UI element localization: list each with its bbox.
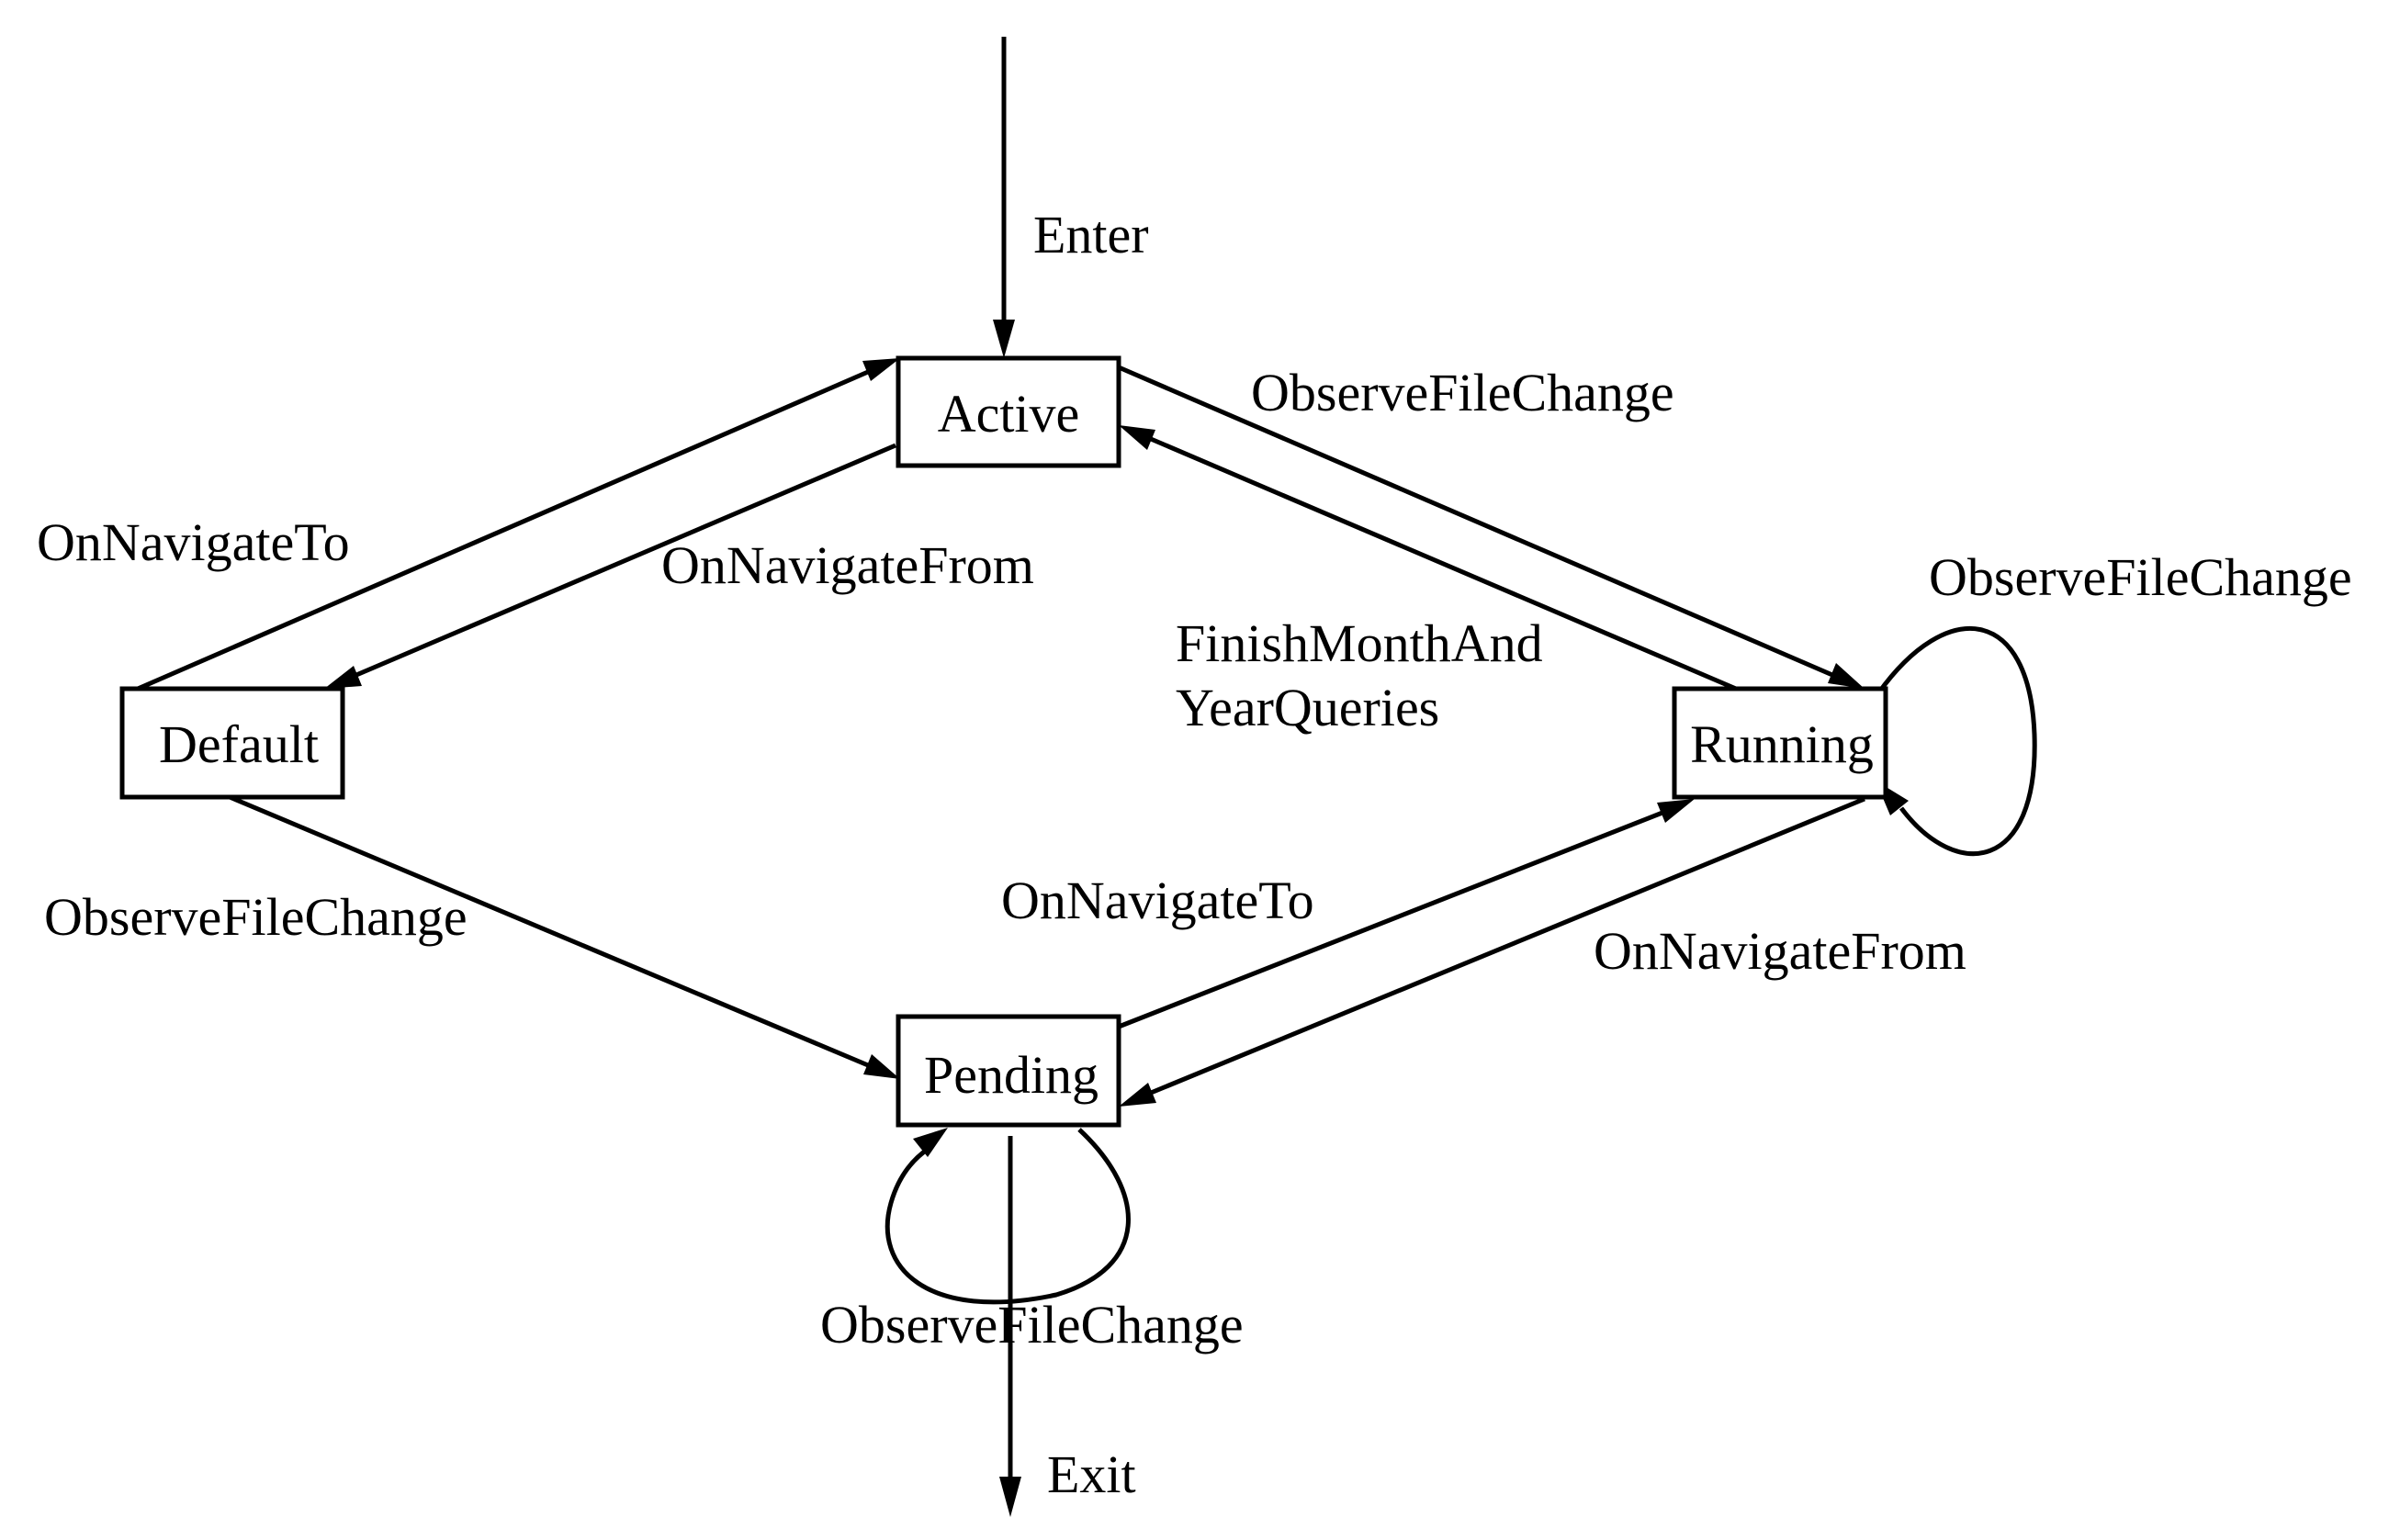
edge-default-to-pending (229, 794, 900, 1079)
state-running-label: Running (1690, 714, 1874, 774)
edge-running-to-active (1119, 425, 1737, 691)
label-running-self-loop: ObserveFileChange (1929, 547, 2352, 607)
edge-enter (993, 37, 1015, 358)
label-active-to-default: OnNavigateFrom (661, 535, 1034, 595)
edge-pending-self-loop (885, 1128, 1131, 1305)
edge-active-to-default (324, 443, 896, 689)
label-default-to-pending: ObserveFileChange (44, 887, 468, 947)
state-default: Default (119, 686, 345, 800)
state-active: Active (896, 355, 1121, 468)
edge-exit (999, 1136, 1021, 1517)
label-running-to-pending: OnNavigateFrom (1594, 921, 1966, 981)
label-exit: Exit (1047, 1444, 1136, 1504)
label-pending-self-loop: ObserveFileChange (820, 1295, 1244, 1355)
state-default-label: Default (159, 714, 319, 774)
edge-running-to-pending (1119, 796, 1865, 1107)
label-enter: Enter (1033, 205, 1149, 264)
edge-pending-to-running (1118, 799, 1695, 1029)
label-pending-to-running: OnNavigateTo (1001, 871, 1314, 930)
label-running-to-active-line2: YearQueries (1176, 678, 1439, 737)
state-active-label: Active (938, 384, 1080, 444)
state-pending: Pending (896, 1014, 1121, 1128)
label-active-to-running: ObserveFileChange (1251, 363, 1674, 422)
edge-running-self-loop (1876, 626, 2037, 856)
state-pending-label: Pending (924, 1045, 1099, 1105)
edge-default-to-active (137, 358, 900, 691)
state-running: Running (1672, 686, 1888, 800)
label-default-to-active: OnNavigateTo (37, 512, 350, 572)
label-running-to-active-line1: FinishMonthAnd (1176, 613, 1543, 673)
edge-active-to-running (1118, 365, 1865, 689)
